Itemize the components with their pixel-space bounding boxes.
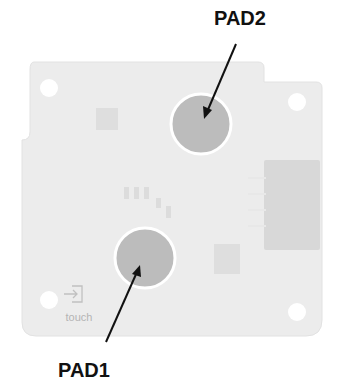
board-silkscreen-text: touch [66, 312, 93, 323]
smd-parts [124, 187, 171, 218]
chip [214, 244, 240, 274]
touch-pad [115, 228, 175, 288]
pad-label: PAD1 [58, 360, 110, 380]
touch-icon [64, 286, 82, 302]
connector-pins [248, 178, 266, 226]
connector [264, 160, 320, 250]
arrowhead [132, 265, 141, 277]
chip [96, 108, 118, 130]
arrowhead [203, 106, 212, 119]
pad-label: PAD2 [214, 8, 266, 28]
touch-pad [171, 94, 231, 154]
pcb-board [22, 62, 322, 336]
leader-line [106, 44, 236, 342]
